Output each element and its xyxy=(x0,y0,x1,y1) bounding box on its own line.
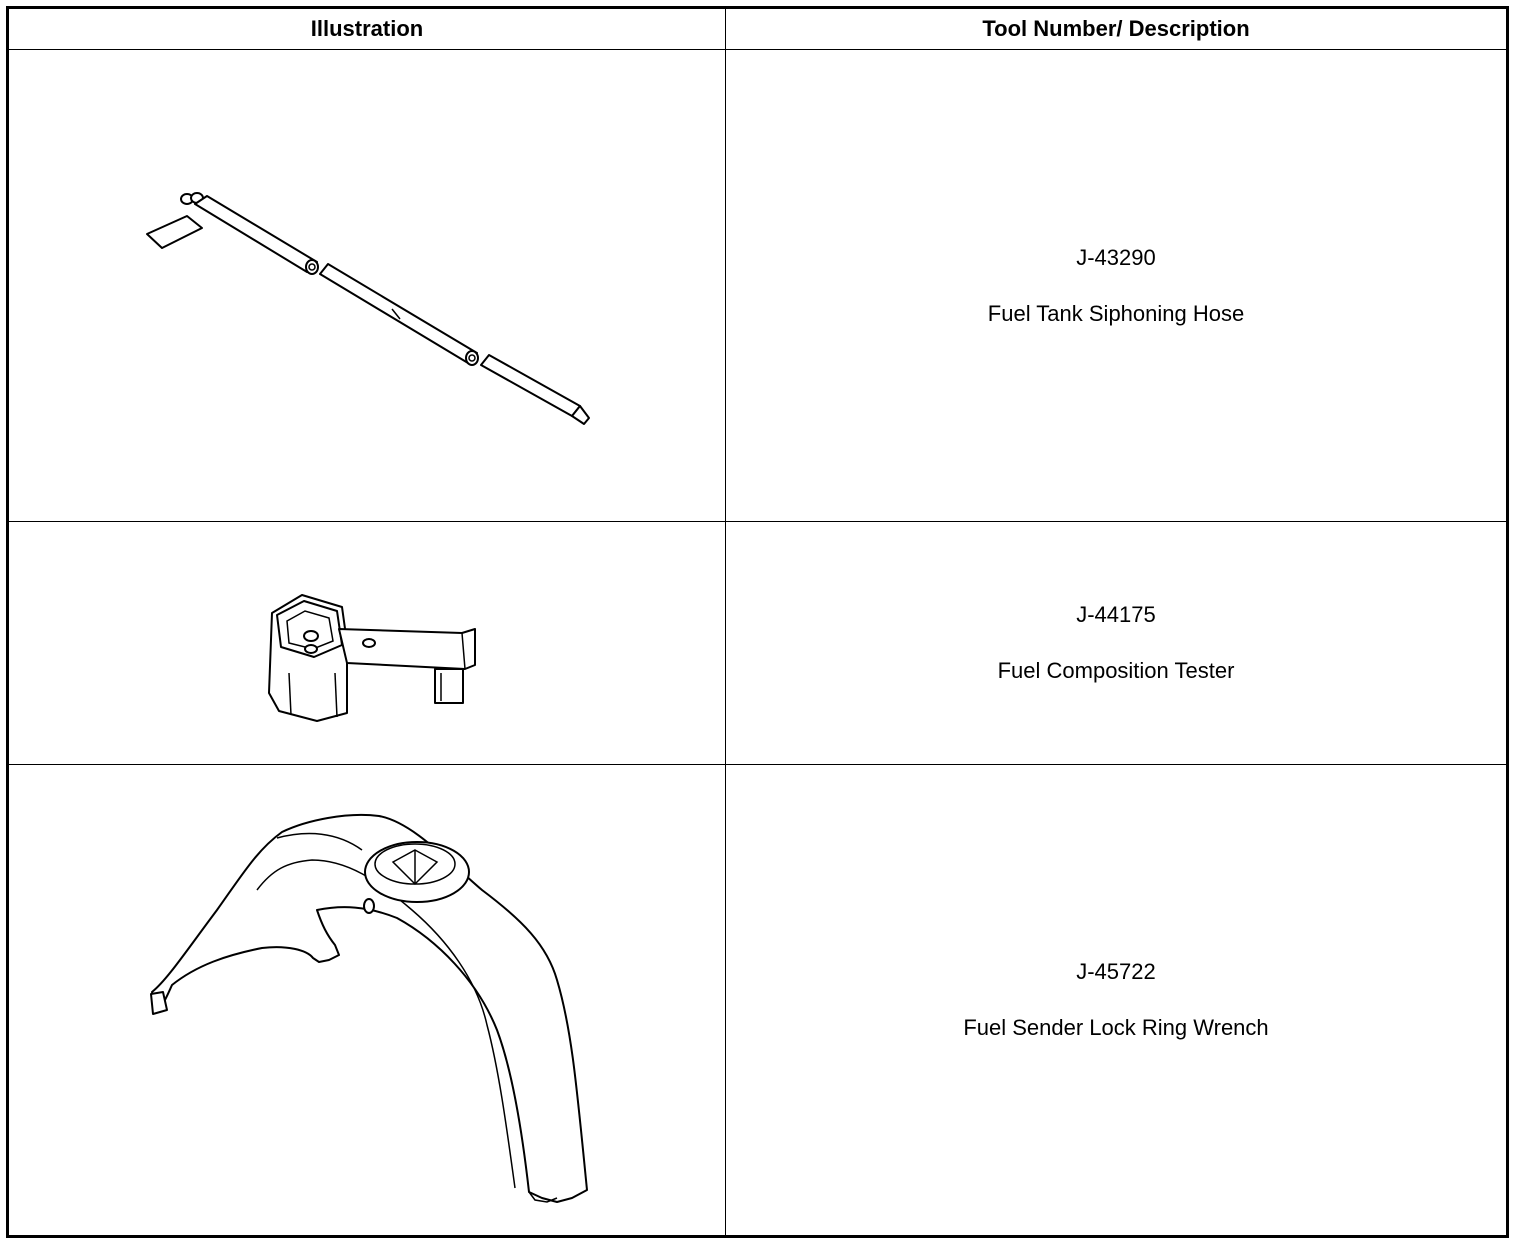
table-row: J-43290 Fuel Tank Siphoning Hose xyxy=(7,49,1508,522)
tool-number: J-45722 xyxy=(1076,959,1156,984)
table-row: J-45722 Fuel Sender Lock Ring Wrench xyxy=(7,764,1508,1237)
lock-ring-wrench-illustration xyxy=(150,813,588,1203)
illustration-cell xyxy=(7,521,726,765)
illustration-cell xyxy=(7,49,726,522)
description-cell: J-44175 Fuel Composition Tester xyxy=(725,521,1508,765)
table-header-row: Illustration Tool Number/ Description xyxy=(7,7,1508,50)
header-illustration: Illustration xyxy=(7,7,726,50)
tool-number: J-44175 xyxy=(1076,602,1156,627)
description-cell: J-43290 Fuel Tank Siphoning Hose xyxy=(725,49,1508,522)
tool-number: J-43290 xyxy=(1076,244,1156,270)
description-cell: J-45722 Fuel Sender Lock Ring Wrench xyxy=(725,764,1508,1237)
tool-description: Fuel Sender Lock Ring Wrench xyxy=(963,1015,1269,1040)
siphoning-hose-illustration xyxy=(146,191,590,425)
illustration-cell xyxy=(7,764,726,1237)
composition-tester-illustration xyxy=(268,594,476,722)
header-tool-number-description: Tool Number/ Description xyxy=(725,7,1508,50)
tool-description: Fuel Composition Tester xyxy=(997,658,1235,683)
tool-description: Fuel Tank Siphoning Hose xyxy=(987,300,1245,326)
table-row: J-44175 Fuel Composition Tester xyxy=(7,521,1508,765)
special-tools-table: Illustration Tool Number/ Description xyxy=(6,6,1509,1238)
